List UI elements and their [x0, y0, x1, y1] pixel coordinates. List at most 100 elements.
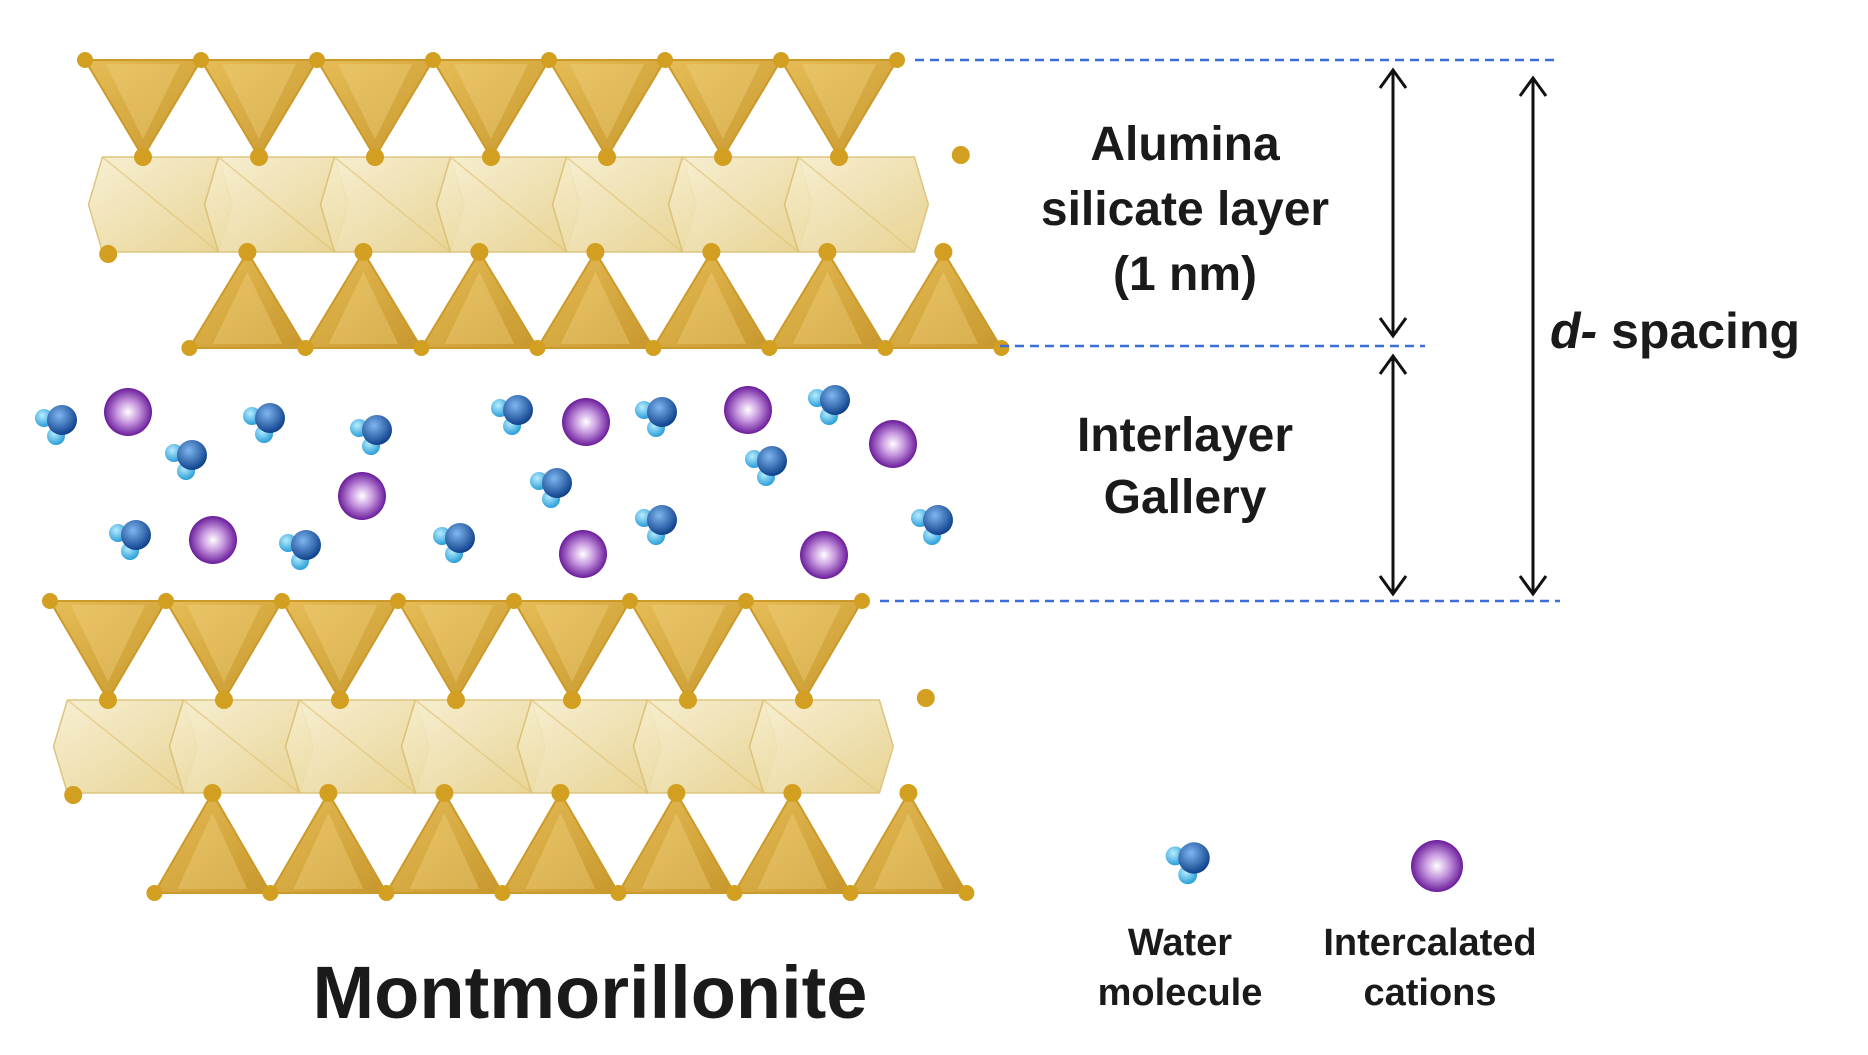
oxygen-node [435, 784, 454, 802]
legend-cation-line2: cations [1363, 972, 1497, 1014]
tetrahedron [732, 791, 853, 894]
oxygen-atom [445, 523, 475, 553]
tetrahedron-shade [444, 272, 515, 344]
tetrahedron-shade [337, 64, 413, 139]
oxygen-node [413, 340, 430, 356]
tetrahedron [767, 250, 888, 349]
oxygen-node [470, 243, 489, 261]
water-molecule-icon [1165, 842, 1210, 885]
octahedron-edge [66, 699, 184, 794]
oxygen-node [134, 148, 152, 166]
tetrahedron-shade [453, 64, 529, 139]
legend-water-line2: molecule [1097, 972, 1263, 1014]
tetrahedron [500, 791, 621, 894]
oxygen-node [506, 593, 522, 609]
d-spacing-arrow [1518, 75, 1548, 597]
oxygen-node [447, 691, 465, 709]
oxygen-node [993, 340, 1010, 356]
oxygen-node [331, 691, 349, 709]
interlayer-gallery-particles [35, 385, 953, 579]
oxygen-node [667, 784, 686, 802]
oxygen-node [818, 243, 837, 261]
tetrahedron [535, 250, 656, 349]
octahedron-edge [217, 156, 335, 253]
cation-sphere [562, 398, 610, 446]
oxygen-node [494, 885, 511, 901]
oxygen-atom [503, 395, 533, 425]
cation-sphere [338, 472, 386, 520]
tetrahedron [663, 59, 783, 159]
alumina-label-line3: (1 nm) [1113, 248, 1257, 301]
oxygen-node [622, 593, 638, 609]
oxygen-node [529, 340, 546, 356]
tetrahedron-shade [105, 64, 181, 139]
oxygen-node [657, 52, 673, 68]
oxygen-node [916, 689, 935, 707]
cation-sphere [104, 388, 152, 436]
oxygen-atom [647, 397, 677, 427]
tetrahedron [384, 791, 505, 894]
tetrahedron [883, 250, 1004, 349]
tetrahedron-shade [302, 605, 378, 682]
oxygen-node [238, 243, 257, 261]
oxygen-atom [121, 520, 151, 550]
oxygen-atom [647, 505, 677, 535]
tetrahedron [744, 600, 864, 702]
cation-sphere [869, 420, 917, 468]
tetrahedron-shade [676, 272, 747, 344]
oxygen-node [586, 243, 605, 261]
oxygen-atom [291, 530, 321, 560]
oxygen-node [354, 243, 373, 261]
tetrahedron-shade [534, 605, 610, 682]
diagram-title: Montmorillonite [312, 951, 868, 1034]
oxygen-node [702, 243, 721, 261]
oxygen-node [425, 52, 441, 68]
cation-sphere [1411, 840, 1463, 892]
oxygen-node [563, 691, 581, 709]
octahedron-edge [530, 699, 648, 794]
oxygen-node [854, 593, 870, 609]
tetrahedron-shade [212, 272, 283, 344]
oxygen-atom [177, 440, 207, 470]
tetrahedron [616, 791, 737, 894]
tetrahedron-shade [801, 64, 877, 139]
oxygen-node [726, 885, 743, 901]
tetrahedron-shade [328, 272, 399, 344]
oxygen-node [181, 340, 198, 356]
octahedron-edge [646, 699, 764, 794]
alumina-silicate-layer-top [77, 52, 1010, 356]
octahedron-edge [449, 156, 567, 253]
oxygen-atom [1178, 842, 1210, 874]
tetrahedron [199, 59, 319, 159]
tetrahedron [628, 600, 748, 702]
octahedron-edge [762, 699, 880, 794]
tetrahedron [48, 600, 168, 702]
octahedron-edge [414, 699, 532, 794]
oxygen-node [679, 691, 697, 709]
d-spacing-prefix: d- [1550, 303, 1598, 359]
tetrahedron [431, 59, 551, 159]
oxygen-atom [923, 505, 953, 535]
tetrahedron-shade [641, 813, 712, 889]
tetrahedron [547, 59, 667, 159]
oxygen-node [64, 786, 83, 804]
oxygen-node [274, 593, 290, 609]
octahedron-edge [565, 156, 683, 253]
tetrahedron [303, 250, 424, 349]
tetrahedron [268, 791, 389, 894]
tetrahedron [396, 600, 516, 702]
oxygen-node [378, 885, 395, 901]
tetrahedron [512, 600, 632, 702]
oxygen-node [877, 340, 894, 356]
octahedron-edge [298, 699, 416, 794]
tetrahedron-shade [70, 605, 146, 682]
cation-sphere [559, 530, 607, 578]
oxygen-atom [820, 385, 850, 415]
tetrahedron [848, 791, 969, 894]
octahedron-edge [797, 156, 915, 253]
gallery-label-line2: Gallery [1103, 471, 1267, 524]
interlayer-gallery-label: Interlayer Gallery [1010, 405, 1360, 529]
oxygen-atom [255, 403, 285, 433]
octahedron-edge [101, 156, 219, 253]
oxygen-node [390, 593, 406, 609]
